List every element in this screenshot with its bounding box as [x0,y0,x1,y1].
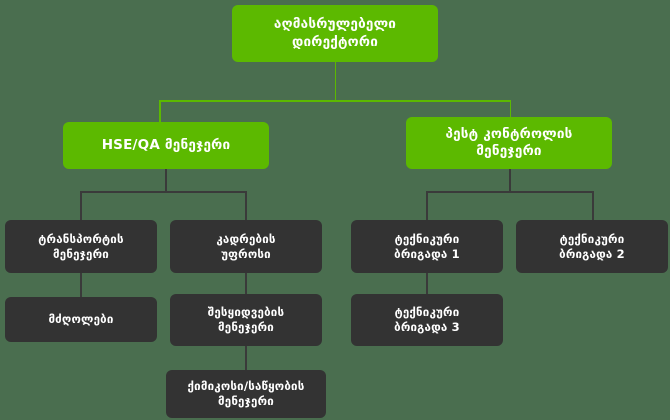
node-technical-brigade-2[interactable]: ტექნიკური ბრიგადა 2 [516,220,668,273]
edge-pest-to-brigade1 [426,191,428,220]
node-executive-director[interactable]: აღმასრულებელი დირექტორი [232,5,438,62]
edge-bus-to-pest [509,100,511,117]
node-hr-chief[interactable]: კადრების უფროსი [170,220,322,273]
edge-brigade1-to-brigade3 [426,273,428,294]
node-procurement-manager[interactable]: შესყიდვების მენეჯერი [170,294,322,346]
edge-bus-to-hse [159,100,161,122]
node-pest-control-manager-label: პესტ კონტროლის მენეჯერი [445,125,573,159]
edge-ceo-stem [334,62,336,101]
node-technical-brigade-1[interactable]: ტექნიკური ბრიგადა 1 [351,220,503,273]
edge-level2-bus [159,100,511,102]
node-transport-manager[interactable]: ტრანსპორტის მენეჯერი [5,220,157,273]
edge-transport-to-drivers [80,273,82,297]
edge-hse-to-transport [80,191,82,220]
edge-hse-to-hr [245,191,247,220]
node-pest-control-manager[interactable]: პესტ კონტროლის მენეჯერი [406,117,612,169]
node-transport-manager-label: ტრანსპორტის მენეჯერი [38,231,124,261]
node-executive-director-label: აღმასრულებელი დირექტორი [273,16,397,50]
edge-hse-stem [165,169,167,192]
edge-hr-to-procurement [245,273,247,294]
edge-procurement-to-chemist [245,346,247,370]
edge-pest-stem [509,169,511,192]
node-chemist-warehouse-manager[interactable]: ქიმიკოსი/საწყობის მენეჯერი [166,370,326,418]
node-technical-brigade-2-label: ტექნიკური ბრიგადა 2 [559,231,625,261]
edge-hse-bus [80,191,246,193]
node-technical-brigade-3-label: ტექნიკური ბრიგადა 3 [394,305,460,334]
node-hse-qa-manager-label: HSE/QA მენეჯერი [101,136,231,153]
edge-pest-bus [426,191,593,193]
node-procurement-manager-label: შესყიდვების მენეჯერი [207,305,285,334]
node-hse-qa-manager[interactable]: HSE/QA მენეჯერი [63,122,269,169]
node-hr-chief-label: კადრების უფროსი [216,231,276,261]
node-chemist-warehouse-manager-label: ქიმიკოსი/საწყობის მენეჯერი [187,379,305,408]
node-drivers-label: მძღოლები [48,312,114,327]
node-drivers[interactable]: მძღოლები [5,297,157,342]
edge-pest-to-brigade2 [592,191,594,220]
node-technical-brigade-3[interactable]: ტექნიკური ბრიგადა 3 [351,294,503,346]
node-technical-brigade-1-label: ტექნიკური ბრიგადა 1 [394,231,460,261]
